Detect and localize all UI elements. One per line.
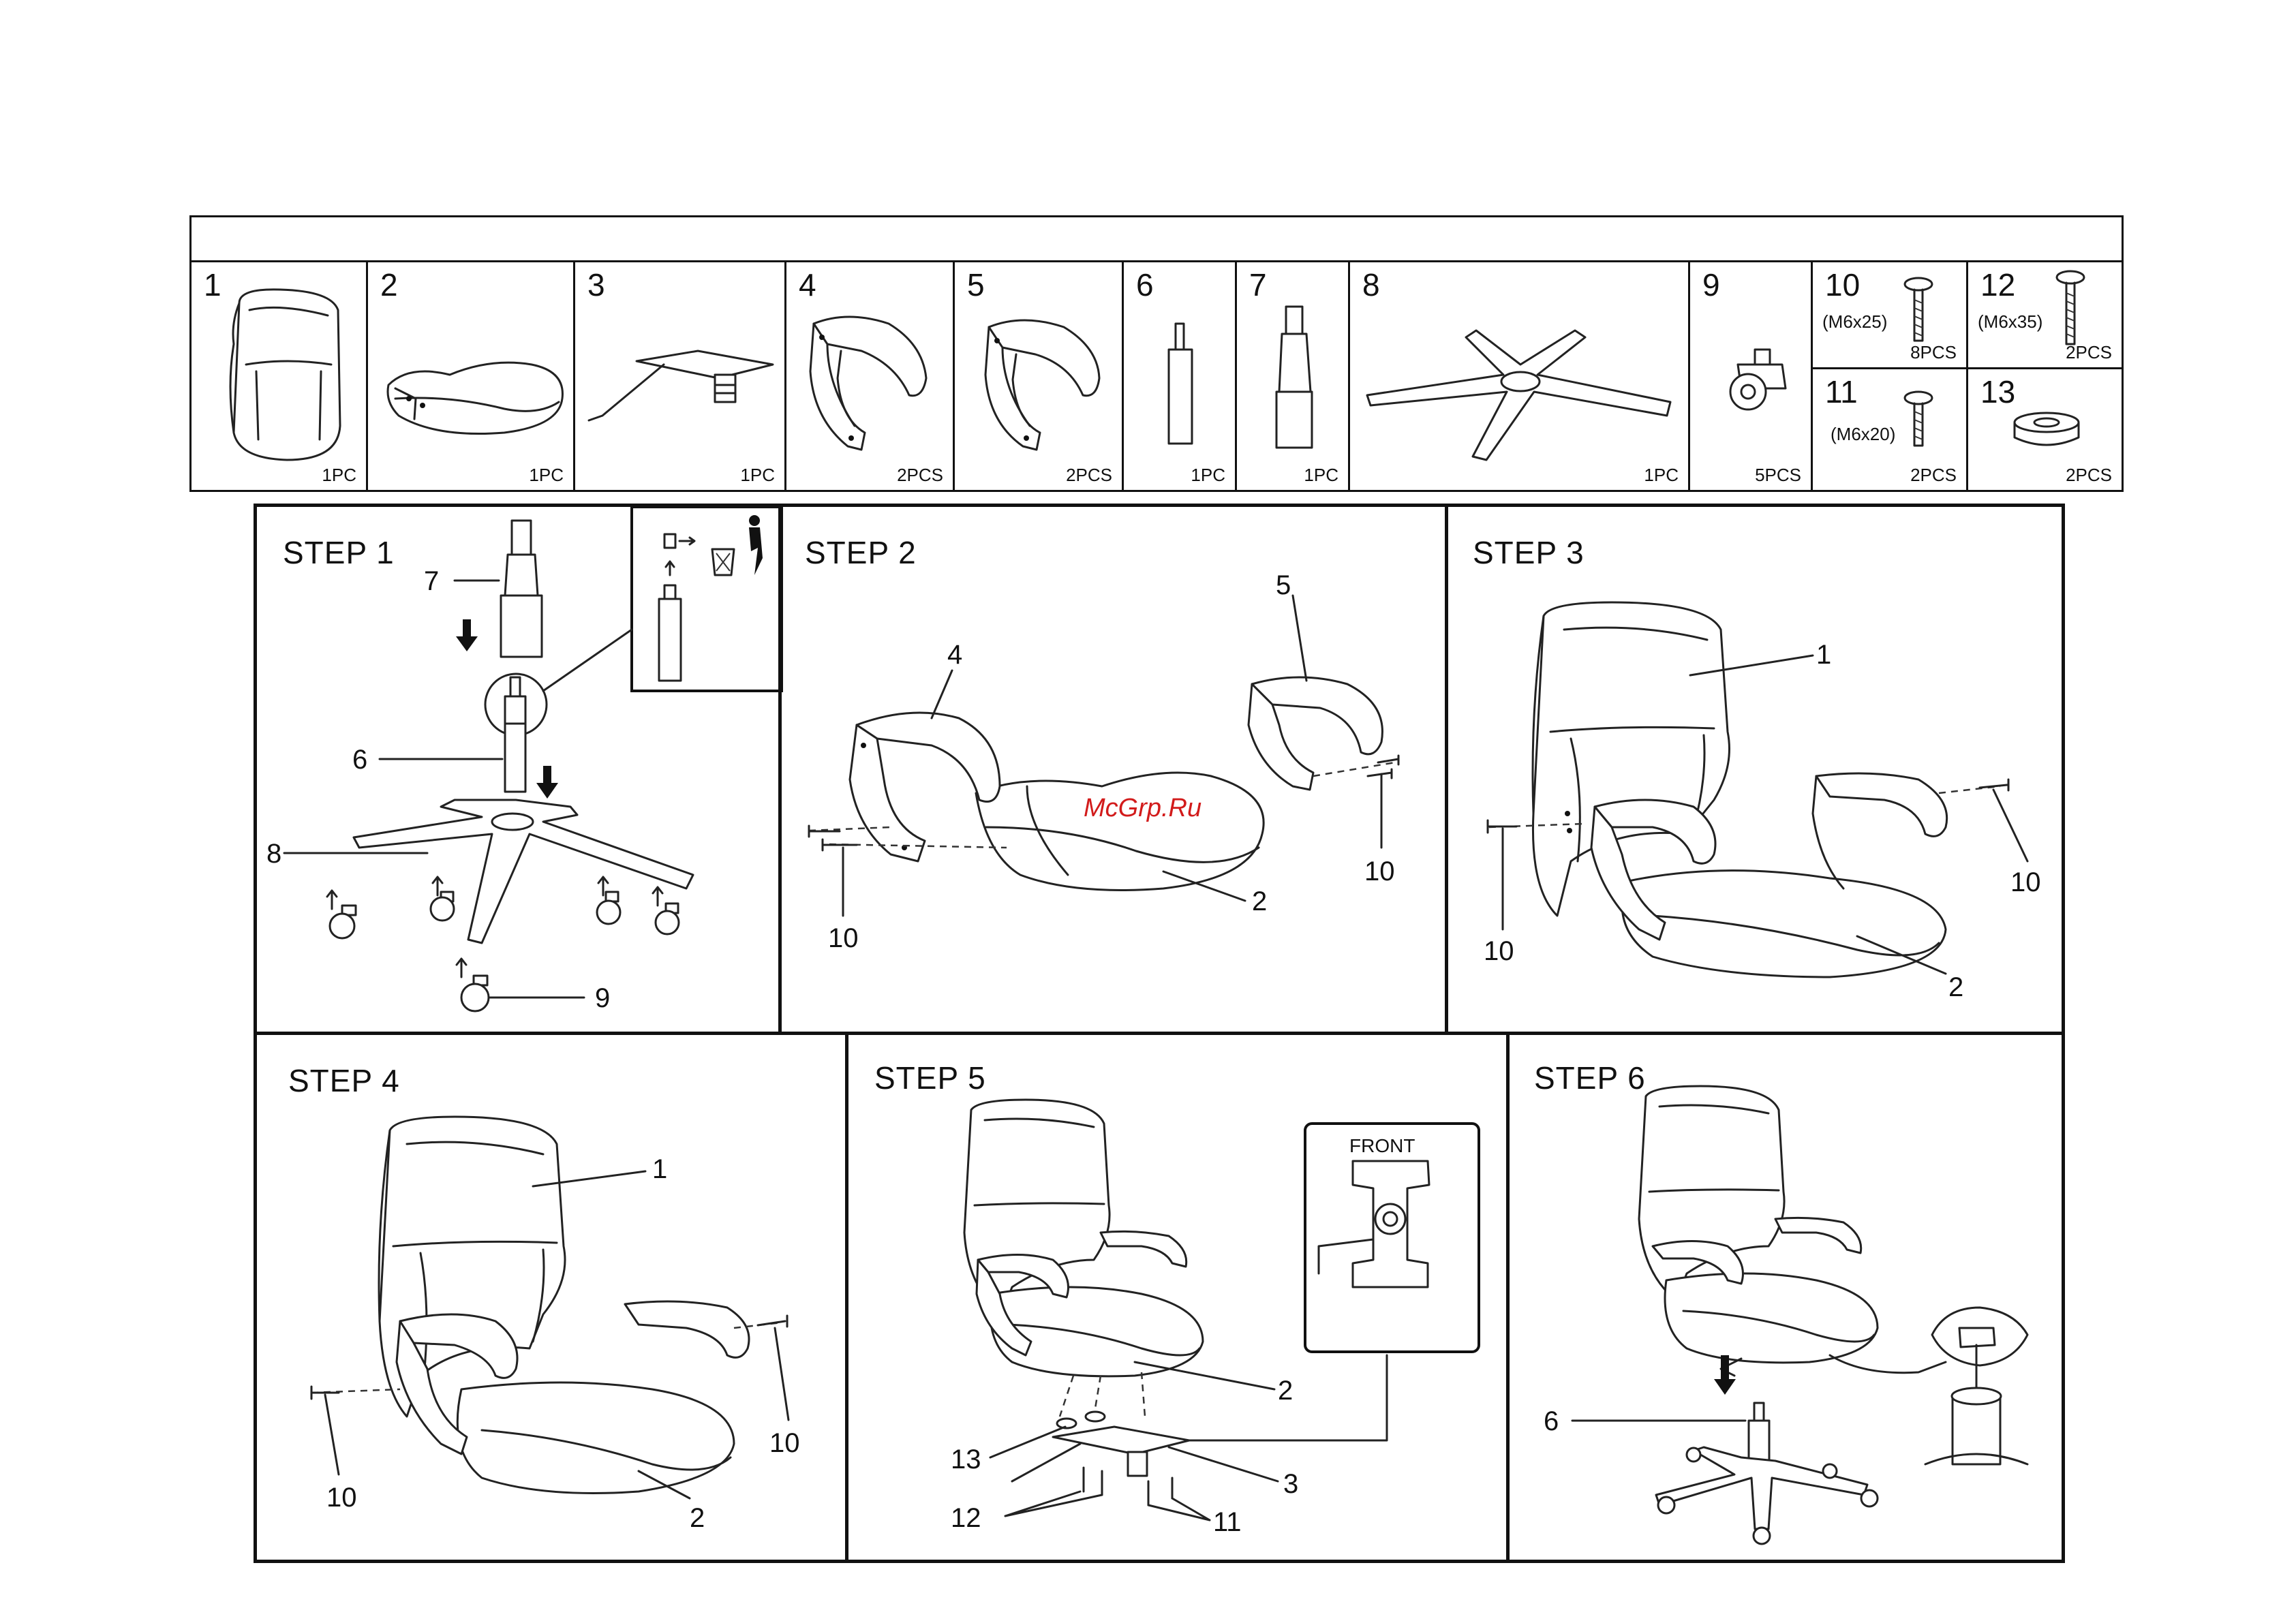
part-quantity: 1PC: [1304, 465, 1338, 486]
armrest-left-icon: [786, 262, 957, 494]
part-cell-10: 10 (M6x25) 8PCS: [1811, 260, 1968, 369]
callout-6: 6: [352, 745, 367, 775]
part-quantity: 1PC: [322, 465, 356, 486]
callout-2: 2: [690, 1503, 705, 1533]
callout-8: 8: [266, 839, 281, 869]
gas-lift-cover-icon: [1237, 262, 1352, 494]
watermark: McGrp.Ru: [1084, 794, 1201, 823]
part-cell-4: 4 2PCS: [784, 260, 955, 492]
callout-10: 10: [1364, 856, 1395, 886]
part-quantity: 1PC: [740, 465, 775, 486]
callout-11: 11: [1213, 1507, 1242, 1537]
part-quantity: 2PCS: [2066, 342, 2112, 363]
step-6-illustration: 6: [1510, 1035, 2068, 1566]
armrest-right-icon: [955, 262, 1126, 494]
mechanism-icon: [575, 262, 789, 494]
callout-4: 4: [947, 640, 962, 670]
callout-3: 3: [1283, 1469, 1298, 1499]
part-cell-8: 8 1PC: [1348, 260, 1690, 492]
step-4-panel: STEP 4 1 2 10 10: [254, 1032, 848, 1563]
callout-10: 10: [1484, 936, 1514, 966]
step-2-illustration: 2 4 5 10 10: [782, 507, 1452, 1038]
part-quantity: 8PCS: [1910, 342, 1957, 363]
part-cell-3: 3 1PC: [573, 260, 786, 492]
step-2-panel: STEP 2 2 4 5 10 10: [778, 504, 1448, 1035]
callout-10: 10: [326, 1483, 357, 1513]
five-star-base-icon: [1350, 262, 1692, 494]
callout-13: 13: [951, 1444, 981, 1474]
part-cell-2: 2 1PC: [366, 260, 575, 492]
caster-icon: [1690, 262, 1815, 494]
part-quantity: 2PCS: [1910, 465, 1957, 486]
part-quantity: 2PCS: [1066, 465, 1112, 486]
callout-6: 6: [1544, 1406, 1559, 1436]
part-quantity: 2PCS: [2066, 465, 2112, 486]
part-cell-1: 1 1PC: [189, 260, 368, 492]
callout-9: 9: [595, 983, 610, 1013]
gas-lift-icon: [1124, 262, 1239, 494]
step-5-illustration: 2 13 3 12 11 FRONT: [848, 1035, 1513, 1566]
step-5-panel: STEP 5 2 13 3 12 11 FRONT: [845, 1032, 1510, 1563]
part-quantity: 1PC: [1644, 465, 1679, 486]
part-quantity: 5PCS: [1755, 465, 1801, 486]
callout-12: 12: [951, 1503, 981, 1533]
part-cell-5: 5 2PCS: [953, 260, 1124, 492]
callout-1: 1: [1816, 640, 1831, 670]
part-cell-12: 12 (M6x35) 2PCS: [1966, 260, 2124, 369]
callout-10: 10: [769, 1428, 800, 1458]
part-quantity: 1PC: [529, 465, 564, 486]
parts-table-header-row: [189, 215, 2124, 262]
step-1-illustration: 7 6 8: [257, 507, 785, 1038]
part-quantity: 1PC: [1191, 465, 1225, 486]
part-quantity: 2PCS: [897, 465, 943, 486]
callout-5: 5: [1276, 570, 1291, 600]
callout-2: 2: [1252, 886, 1267, 916]
callout-2: 2: [1278, 1376, 1293, 1406]
step-3-illustration: 1 2 10 10: [1448, 507, 2068, 1038]
seat-icon: [368, 262, 577, 494]
backrest-icon: [192, 262, 370, 494]
step-4-illustration: 1 2 10 10: [257, 1035, 852, 1566]
step-1-panel: STEP 1 7 6 8: [254, 504, 782, 1035]
part-cell-13: 13 2PCS: [1966, 367, 2124, 492]
callout-2: 2: [1948, 972, 1963, 1002]
part-cell-9: 9 5PCS: [1688, 260, 1813, 492]
callout-10: 10: [2010, 867, 2041, 897]
part-cell-7: 7 1PC: [1235, 260, 1350, 492]
part-cell-11: 11 (M6x20) 2PCS: [1811, 367, 1968, 492]
callout-1: 1: [652, 1154, 667, 1184]
step-3-panel: STEP 3 1 2 10 10: [1445, 504, 2065, 1035]
inset-front-label: FRONT: [1349, 1135, 1415, 1156]
step-6-panel: STEP 6 6: [1506, 1032, 2065, 1563]
callout-10: 10: [828, 923, 859, 953]
part-cell-6: 6 1PC: [1122, 260, 1237, 492]
callout-7: 7: [424, 566, 439, 596]
